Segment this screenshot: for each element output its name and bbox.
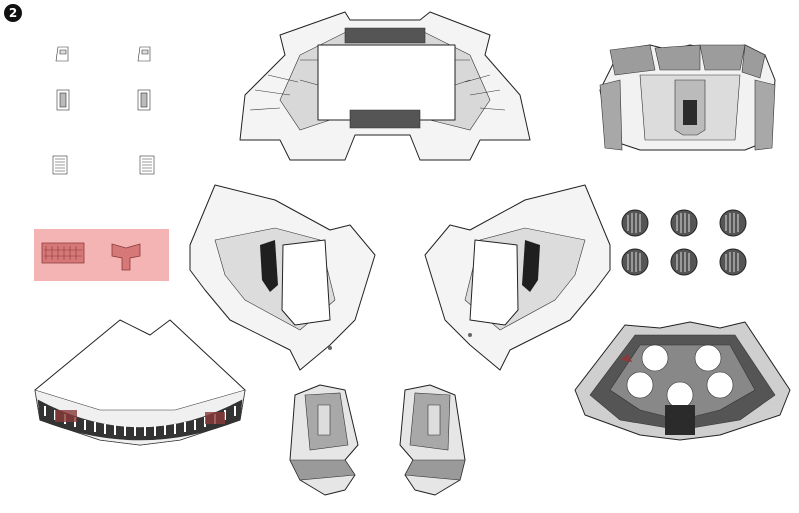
round-vent-discs <box>621 209 747 276</box>
left-seat-part <box>289 384 359 496</box>
curved-bench-part <box>34 319 246 446</box>
rear-console-part <box>599 44 776 151</box>
left-wing-part <box>189 184 376 371</box>
engine-deck-part <box>574 321 791 441</box>
grille-part <box>52 155 155 175</box>
highlighted-red-parts <box>41 242 141 271</box>
small-clip-part <box>56 89 151 111</box>
right-seat-part <box>399 384 466 496</box>
canopy-ring-part <box>239 11 531 161</box>
page-number-badge: 2 <box>4 4 22 22</box>
right-wing-part <box>424 184 611 371</box>
small-bracket-part <box>55 46 151 62</box>
